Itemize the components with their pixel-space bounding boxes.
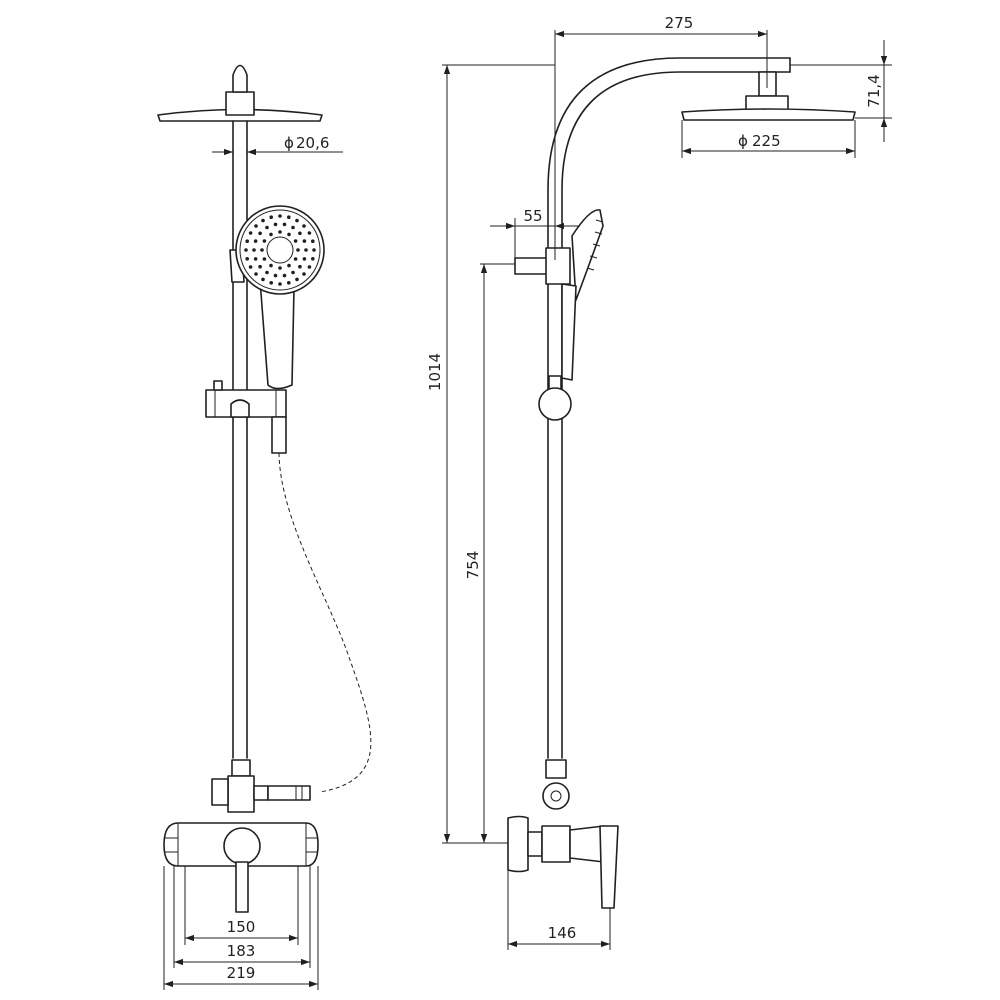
nozzle-dot [307,231,312,235]
nozzle-dot [291,270,295,275]
mixer-depth-label: 146 [548,924,577,942]
dimension-overall-width: 219 [163,866,319,990]
nozzle-dot [307,265,312,269]
nozzle-dot [265,270,269,275]
side-overhead-head [681,71,856,121]
head-diameter-label: 225 [752,132,781,150]
pipe-diameter-label: 20,6 [296,134,329,152]
overall-height-label: 1014 [426,353,444,391]
nozzle-dot [287,215,291,219]
dimension-overall-height: 1014 [426,64,555,844]
nozzle-dot [273,273,278,278]
head-drop-label: 71,4 [865,74,883,107]
nozzle-dot [245,257,249,261]
nozzle-dot [287,281,291,285]
holder-offset-label: 55 [523,207,542,225]
dimension-pipe-diameter: ϕ 20,6 [212,134,343,156]
nozzle-dot [295,218,299,223]
dimension-holder-height: 754 [464,263,515,843]
nozzle-dot [312,248,316,252]
nozzle-dot [278,282,282,286]
nozzle-dot [302,257,307,261]
front-slide-holder [205,380,287,454]
nozzle-dot [269,215,274,219]
nozzle-dot [253,257,258,261]
nozzle-dot [302,272,306,276]
nozzle-dot [287,232,291,237]
nozzle-dot [265,225,269,230]
side-mixer [507,759,619,909]
body-width-label: 183 [227,942,256,960]
side-view: 275 71,4 ϕ 225 55 1014 [426,14,892,950]
dimension-head-drop: 71,4 [790,40,892,142]
nozzle-dot [293,239,298,243]
nozzle-dot [282,273,287,278]
nozzle-dot [245,239,249,243]
side-riser-arm [547,57,791,759]
front-overhead-head [157,64,323,122]
nozzle-dot [262,239,267,243]
front-hand-shower [229,205,325,390]
nozzle-dot [278,214,282,218]
dimension-head-diameter: ϕ 225 [681,120,856,158]
nozzle-dot [252,248,256,252]
nozzle-dot [269,232,273,237]
nozzle-dot [253,239,258,243]
arm-reach-label: 275 [665,14,694,32]
nozzle-dot [273,222,278,227]
nozzle-dot [262,257,267,261]
nozzle-dot [311,257,315,261]
nozzle-dot [261,218,265,223]
dimension-mixer-depth: 146 [507,870,611,950]
nozzle-dot [261,277,265,282]
nozzle-dot [260,248,264,252]
side-slide-holder [538,375,572,421]
front-mixer-body [163,822,319,913]
nozzle-dot [302,239,307,243]
nozzle-dot [296,248,300,252]
nozzle-dot [269,281,274,285]
front-riser-pipe [232,120,248,759]
nozzle-dot [248,231,253,235]
front-diverter [211,759,311,813]
nozzle-dot [298,264,302,269]
dimension-spout-width: 150 [184,866,299,945]
nozzle-dot [278,230,282,234]
nozzle-pattern [244,214,316,286]
dimension-arm-reach: 275 [554,14,768,260]
front-view: ϕ 20,6 150 183 219 [157,64,372,990]
nozzle-dot [287,263,291,268]
nozzle-dot [293,257,298,261]
nozzle-dot [291,225,295,230]
side-hand-shower [514,209,604,381]
nozzle-dot [254,224,258,228]
nozzle-dot [258,231,262,236]
nozzle-dot [244,248,248,252]
nozzle-dot [311,239,315,243]
dimension-holder-offset: 55 [490,207,580,268]
spout-width-label: 150 [227,918,256,936]
nozzle-dot [298,231,302,236]
dimension-body-width: 183 [173,866,311,968]
nozzle-dot [282,222,287,227]
nozzle-dot [269,263,273,268]
pipe-diameter-symbol: ϕ [284,134,294,152]
front-hose [278,452,372,793]
nozzle-dot [258,264,262,269]
nozzle-dot [304,248,308,252]
nozzle-dot [278,266,282,270]
holder-height-label: 754 [464,551,482,580]
nozzle-dot [254,272,258,276]
nozzle-dot [302,224,306,228]
head-diameter-symbol: ϕ [738,132,748,150]
nozzle-dot [295,277,299,282]
overall-width-label: 219 [227,964,256,982]
nozzle-dot [248,265,253,269]
